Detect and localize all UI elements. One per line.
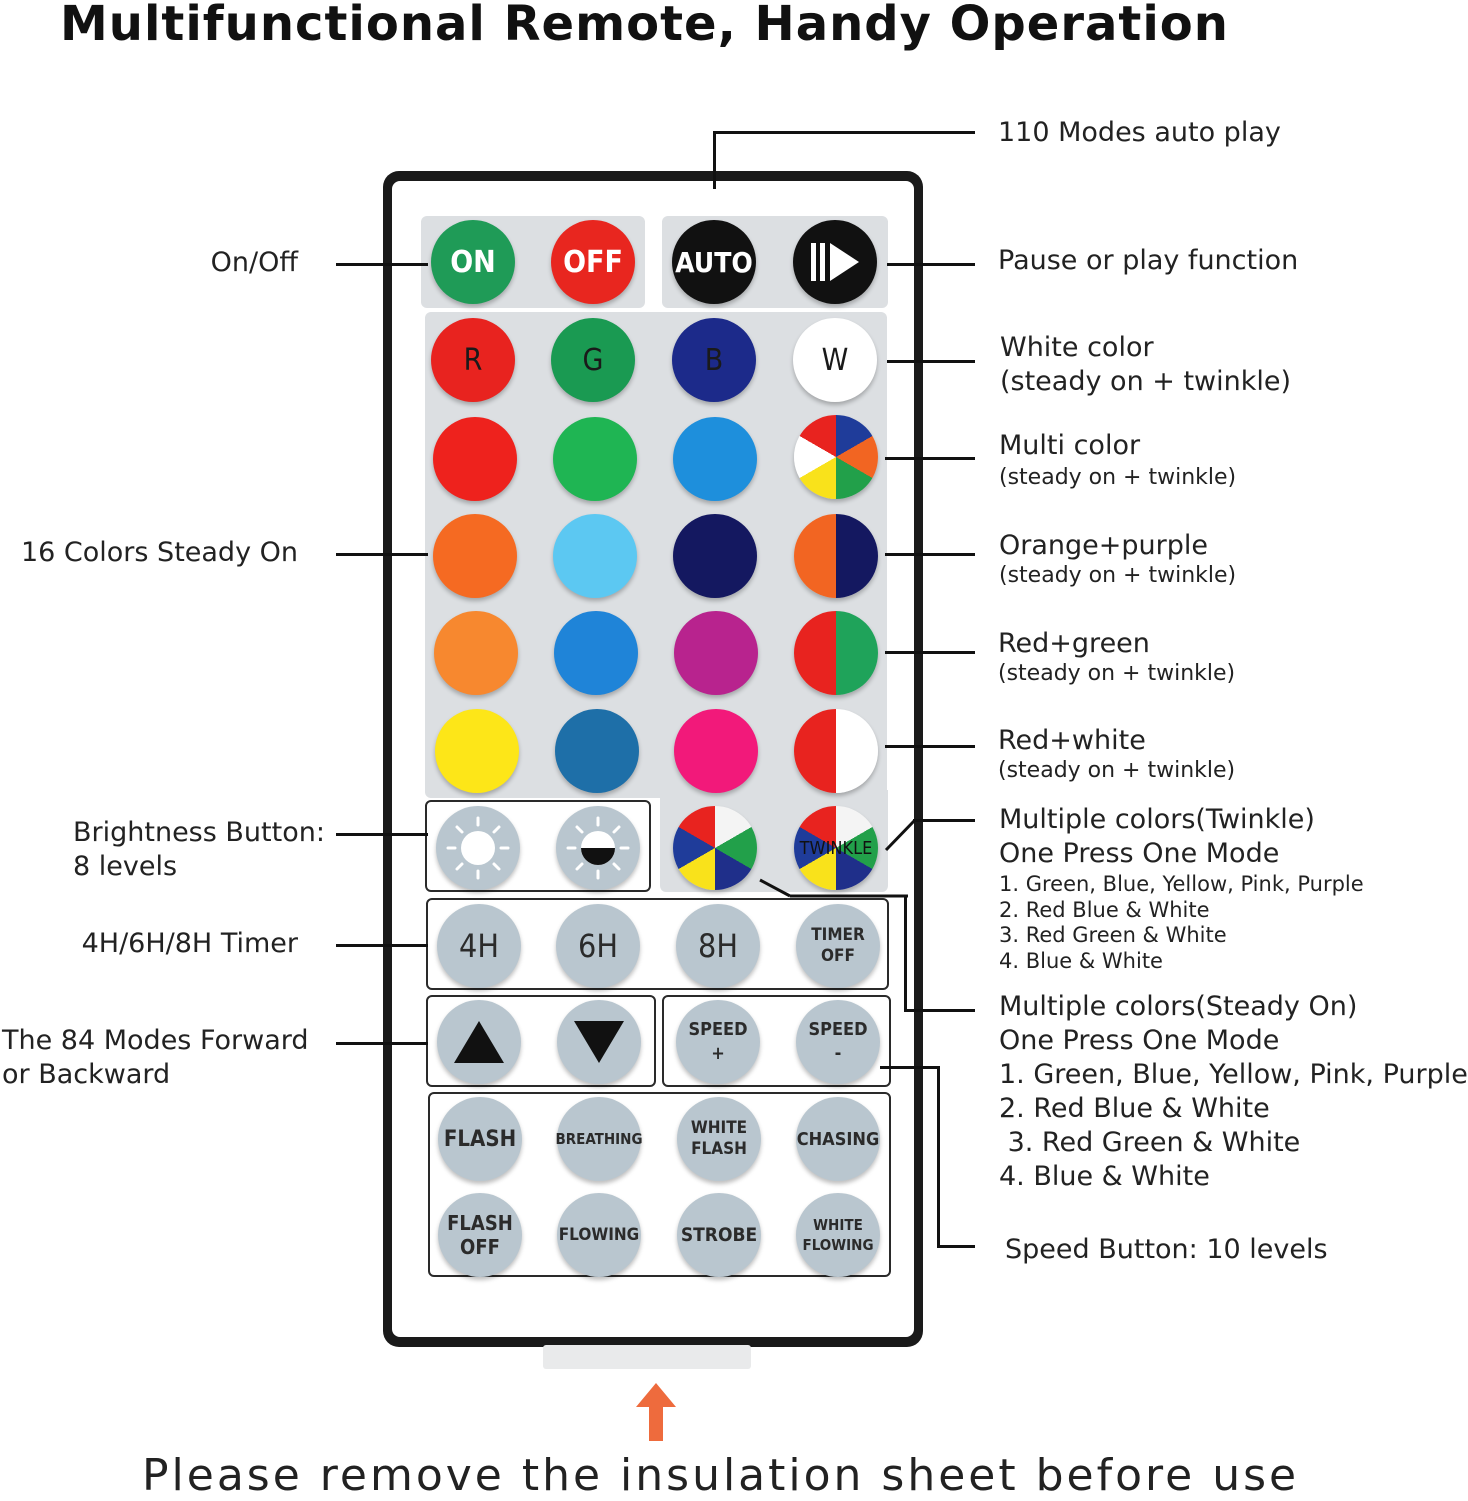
- white-button[interactable]: W: [793, 318, 877, 402]
- leader-line: [887, 263, 975, 266]
- leader-line: [713, 131, 975, 134]
- leader-line: [336, 553, 428, 556]
- mode-forward-button[interactable]: [437, 1000, 521, 1084]
- arrow-up-icon: [636, 1383, 676, 1441]
- label-red-green: Red+green (steady on + twinkle): [998, 628, 1236, 686]
- leader-line: [885, 457, 975, 460]
- color-button-sky-blue[interactable]: [673, 417, 757, 501]
- leader-line: [884, 818, 917, 852]
- label-red-white: Red+white (steady on + twinkle): [998, 725, 1236, 783]
- multi-steady-button[interactable]: [673, 806, 757, 890]
- label-twinkle: Multiple colors(Twinkle) One Press One M…: [999, 804, 1364, 973]
- leader-line: [937, 1245, 975, 1248]
- speed-up-button[interactable]: SPEED+: [676, 1000, 760, 1084]
- timer-8h-button[interactable]: 8H: [676, 904, 760, 988]
- label-on-off: On/Off: [210, 247, 298, 278]
- half-sun-icon: [566, 816, 630, 880]
- triangle-down-icon: [574, 1021, 624, 1063]
- breathing-button[interactable]: BREATHING: [555, 1097, 643, 1181]
- orange-purple-button[interactable]: [794, 514, 878, 598]
- color-button-yellow[interactable]: [435, 709, 519, 793]
- label-auto-play: 110 Modes auto play: [998, 117, 1281, 148]
- sun-icon: [446, 816, 510, 880]
- label-pause-play: Pause or play function: [998, 245, 1299, 276]
- leader-line: [904, 1009, 975, 1012]
- leader-line: [937, 1066, 940, 1248]
- off-button[interactable]: OFF: [551, 220, 635, 304]
- label-multi-color: Multi color (steady on + twinkle): [999, 430, 1237, 490]
- timer-4h-button[interactable]: 4H: [437, 904, 521, 988]
- auto-button[interactable]: AUTO: [672, 220, 756, 304]
- color-button-pink[interactable]: [674, 709, 758, 793]
- leader-line: [880, 1066, 940, 1069]
- red-button[interactable]: R: [431, 318, 515, 402]
- multi-color-button[interactable]: [794, 415, 878, 499]
- flash-button[interactable]: FLASH: [438, 1097, 522, 1181]
- color-button-red[interactable]: [433, 417, 517, 501]
- red-white-button[interactable]: [794, 709, 878, 793]
- leader-line: [885, 651, 975, 654]
- leader-line: [885, 745, 975, 748]
- play-pause-icon: [811, 243, 859, 281]
- label-modes: The 84 Modes Forward or Backward: [2, 1025, 309, 1090]
- green-button[interactable]: G: [551, 318, 635, 402]
- triangle-up-icon: [454, 1021, 504, 1063]
- page-title: Multifunctional Remote, Handy Operation: [60, 0, 1229, 52]
- speed-down-button[interactable]: SPEED-: [796, 1000, 880, 1084]
- label-timer: 4H/6H/8H Timer: [81, 928, 298, 959]
- color-button-navy[interactable]: [673, 514, 757, 598]
- insulation-sheet[interactable]: [543, 1345, 751, 1369]
- twinkle-button[interactable]: TWINKLE: [794, 806, 878, 890]
- color-button-purple[interactable]: [674, 611, 758, 695]
- label-16-colors: 16 Colors Steady On: [20, 537, 298, 568]
- on-button[interactable]: ON: [431, 220, 515, 304]
- color-button-orange[interactable]: [433, 514, 517, 598]
- label-steady-on: Multiple colors(Steady On) One Press One…: [999, 991, 1468, 1192]
- color-button-light-blue[interactable]: [553, 514, 637, 598]
- chasing-button[interactable]: CHASING: [796, 1097, 880, 1181]
- color-button-blue[interactable]: [554, 611, 638, 695]
- blue-button[interactable]: B: [672, 318, 756, 402]
- leader-line: [885, 553, 975, 556]
- label-brightness: Brightness Button: 8 levels: [73, 817, 325, 882]
- label-orange-purple: Orange+purple (steady on + twinkle): [999, 530, 1237, 588]
- flowing-button[interactable]: FLOWING: [557, 1193, 641, 1277]
- footer-instruction: Please remove the insulation sheet befor…: [142, 1450, 1300, 1501]
- timer-6h-button[interactable]: 6H: [556, 904, 640, 988]
- play-pause-button[interactable]: [793, 220, 877, 304]
- leader-line: [336, 263, 428, 266]
- leader-line: [904, 895, 907, 1012]
- leader-line: [336, 833, 428, 836]
- leader-line: [759, 878, 908, 898]
- brightness-up-button[interactable]: [436, 806, 520, 890]
- leader-line: [336, 944, 428, 947]
- brightness-down-button[interactable]: [556, 806, 640, 890]
- label-speed: Speed Button: 10 levels: [1005, 1234, 1328, 1265]
- leader-line: [887, 360, 975, 363]
- leader-line: [913, 819, 975, 822]
- color-button-light-orange[interactable]: [434, 611, 518, 695]
- strobe-button[interactable]: STROBE: [677, 1193, 761, 1277]
- leader-line: [336, 1042, 428, 1045]
- color-button-green[interactable]: [553, 417, 637, 501]
- label-white: White color (steady on + twinkle): [1000, 332, 1292, 397]
- red-green-button[interactable]: [794, 611, 878, 695]
- mode-backward-button[interactable]: [557, 1000, 641, 1084]
- color-button-steel-blue[interactable]: [555, 709, 639, 793]
- leader-line: [713, 131, 716, 189]
